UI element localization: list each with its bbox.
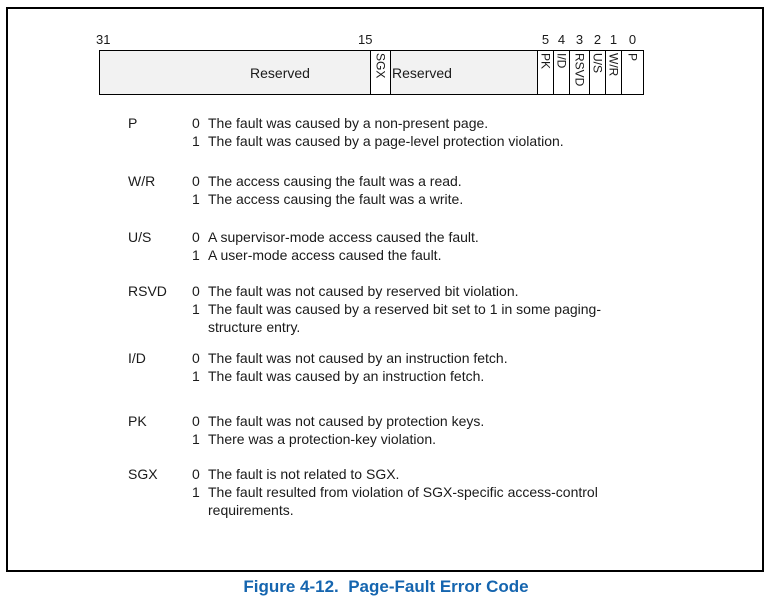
legend-entry: 1 The fault resulted from violation of S… [192,483,653,519]
legend-label-id: I/D [128,350,146,366]
legend-entry-text: The fault is not related to SGX. [208,466,400,482]
bitfield-label-us: U/S [590,53,605,74]
legend-row-pk: PK 0 The fault was not caused by protect… [128,412,484,448]
bitfield-label-rsvd: RSVD [572,53,587,87]
figure-caption: Figure 4-12. Page-Fault Error Code [243,577,529,596]
bitfield-cell-sgx: 15 SGX [358,33,390,94]
legend-entry: 1 The fault was caused by a page-level p… [192,132,564,150]
legend-row-rsvd: RSVD 0 The fault was not caused by reser… [128,282,653,336]
legend-entry-text: The access causing the fault was a write… [208,191,464,207]
legend-label-rsvd: RSVD [128,283,167,299]
bit-number-2: 2 [593,32,602,47]
legend-entry: 1 A user-mode access caused the fault. [192,246,479,264]
legend-entry-text: The fault was not caused by reserved bit… [208,283,519,299]
legend-entry-value: 1 [192,247,200,263]
legend-row-id: I/D 0 The fault was not caused by an ins… [128,349,508,385]
legend-entry-value: 0 [192,466,200,482]
legend-entry: 0 The fault was not caused by protection… [192,412,484,430]
bitfield-diagram: 31 Reserved 15 SGX Reserved 5 PK 4 I/D 3… [96,33,644,95]
figure-frame [6,7,764,572]
bit-number-15: 15 [358,32,373,47]
legend-label-wr: W/R [128,173,156,189]
bitfield-label-p: P [625,53,640,62]
bitfield-label-sgx: SGX [373,53,388,79]
legend-entry-text: The fault was not caused by an instructi… [208,350,508,366]
legend-entry-value: 0 [192,115,200,131]
legend-row-p: P 0 The fault was caused by a non-presen… [128,114,564,150]
bitfield-cell-id: 4 I/D [553,33,569,94]
legend-label-p: P [128,115,138,131]
legend-entry: 1 There was a protection-key violation. [192,430,484,448]
bitfield-cell-p: 0 P [621,33,643,94]
bitfield-label-reserved-mid: Reserved [392,64,452,81]
legend-entry-text: The fault resulted from violation of SGX… [208,484,598,518]
bit-number-31: 31 [96,32,111,47]
legend-entry: 1 The fault was caused by a reserved bit… [192,300,653,336]
legend-entry: 0 The fault was not caused by reserved b… [192,282,653,300]
legend-entry-value: 0 [192,350,200,366]
bitfield-cell-wr: 1 W/R [605,33,621,94]
legend-entry: 0 The fault was not caused by an instruc… [192,349,508,367]
bitfield-label-id: I/D [554,53,569,69]
legend-entry: 1 The fault was caused by an instruction… [192,367,508,385]
legend-entry-text: A user-mode access caused the fault. [208,247,442,263]
legend-entry: 0 The fault is not related to SGX. [192,465,653,483]
bitfield-cell-us: 2 U/S [589,33,605,94]
bitfield-label-reserved-high: Reserved [250,64,310,81]
legend-entry-value: 1 [192,431,200,447]
bit-number-0: 0 [628,32,637,47]
legend-entry-value: 1 [192,368,200,384]
legend-entry-text: The access causing the fault was a read. [208,173,462,189]
bit-number-5: 5 [541,32,550,47]
bit-number-3: 3 [575,32,584,47]
legend-entry-value: 1 [192,484,200,500]
legend-entry-text: There was a protection-key violation. [208,431,436,447]
legend-label-pk: PK [128,413,147,429]
bitfield-cell-pk: 5 PK [537,33,553,94]
bit-number-4: 4 [557,32,566,47]
legend-entry-value: 0 [192,229,200,245]
bitfield-cell-reserved-mid: Reserved [390,51,537,94]
legend-label-sgx: SGX [128,466,158,482]
legend-entry: 0 A supervisor-mode access caused the fa… [192,228,479,246]
bitfield-cell-rsvd: 3 RSVD [569,33,589,94]
legend-entry: 1 The access causing the fault was a wri… [192,190,463,208]
legend-entry-text: The fault was caused by a page-level pro… [208,133,564,149]
bit-number-1: 1 [609,32,618,47]
bitfield-cell-reserved-high: 31 Reserved [96,33,370,94]
legend-entry-value: 0 [192,173,200,189]
legend-row-sgx: SGX 0 The fault is not related to SGX. 1… [128,465,653,519]
legend-row-us: U/S 0 A supervisor-mode access caused th… [128,228,479,264]
bitfield-label-pk: PK [538,53,553,70]
legend-label-us: U/S [128,229,152,245]
legend-entry-value: 1 [192,191,200,207]
legend-entry-value: 1 [192,133,200,149]
legend-entry-value: 0 [192,413,200,429]
legend-entry-value: 1 [192,301,200,317]
legend-entry: 0 The access causing the fault was a rea… [192,172,463,190]
legend-entry: 0 The fault was caused by a non-present … [192,114,564,132]
legend-entry-text: The fault was not caused by protection k… [208,413,485,429]
legend-entry-text: The fault was caused by a non-present pa… [208,115,489,131]
bitfield-label-wr: W/R [606,53,621,77]
legend-entry-text: The fault was caused by an instruction f… [208,368,485,384]
legend-entry-text: The fault was caused by a reserved bit s… [208,301,601,335]
legend-entry-text: A supervisor-mode access caused the faul… [208,229,479,245]
legend-row-wr: W/R 0 The access causing the fault was a… [128,172,463,208]
legend-entry-value: 0 [192,283,200,299]
